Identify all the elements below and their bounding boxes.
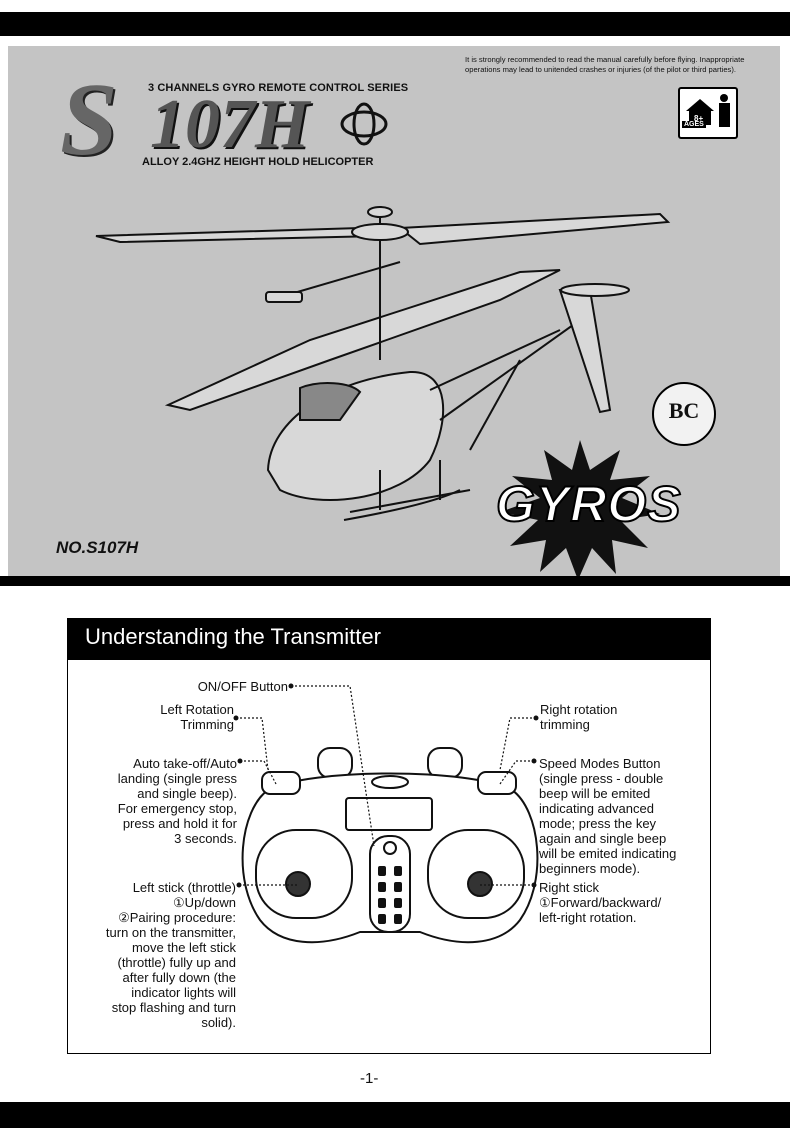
bc-badge-circle: [652, 382, 716, 446]
age-value: 8+: [694, 114, 703, 123]
brand-logo-s: S: [60, 62, 118, 177]
page-number: -1-: [360, 1070, 379, 1087]
section-header: [67, 618, 710, 660]
product-subtitle: ALLOY 2.4GHZ HEIGHT HOLD HELICOPTER: [142, 156, 374, 168]
label-left-rotation: Left Rotation Trimming: [160, 702, 234, 732]
age-label: AGES: [682, 121, 706, 128]
series-line: 3 CHANNELS GYRO REMOTE CONTROL SERIES: [148, 82, 409, 94]
top-band: [0, 12, 790, 36]
warning-text: It is strongly recommended to read the m…: [465, 55, 745, 74]
middle-band: [0, 576, 790, 586]
model-number: NO.S107H: [56, 538, 139, 557]
gyros-starburst: [500, 440, 660, 580]
label-on-off-button: ON/OFF Button: [197, 679, 288, 694]
label-speed-modes: Speed Modes Button (single press - doubl…: [539, 756, 677, 876]
bottom-band: [0, 1102, 790, 1128]
brand-logo-number: 107H: [150, 86, 310, 163]
label-left-stick: Left stick (throttle) ①Up/down ②Pairing …: [105, 880, 236, 1030]
label-auto-takeoff: Auto take-off/Auto landing (single press…: [117, 756, 237, 846]
indicator-dots: [378, 866, 402, 924]
label-right-rotation: Right rotation trimming: [540, 702, 618, 732]
bc-badge: BC: [668, 398, 700, 423]
label-right-stick: Right stick ①Forward/backward/ left-righ…: [539, 880, 662, 925]
section-title: Understanding the Transmitter: [85, 624, 381, 649]
gyros-badge: GYROS: [495, 475, 682, 533]
